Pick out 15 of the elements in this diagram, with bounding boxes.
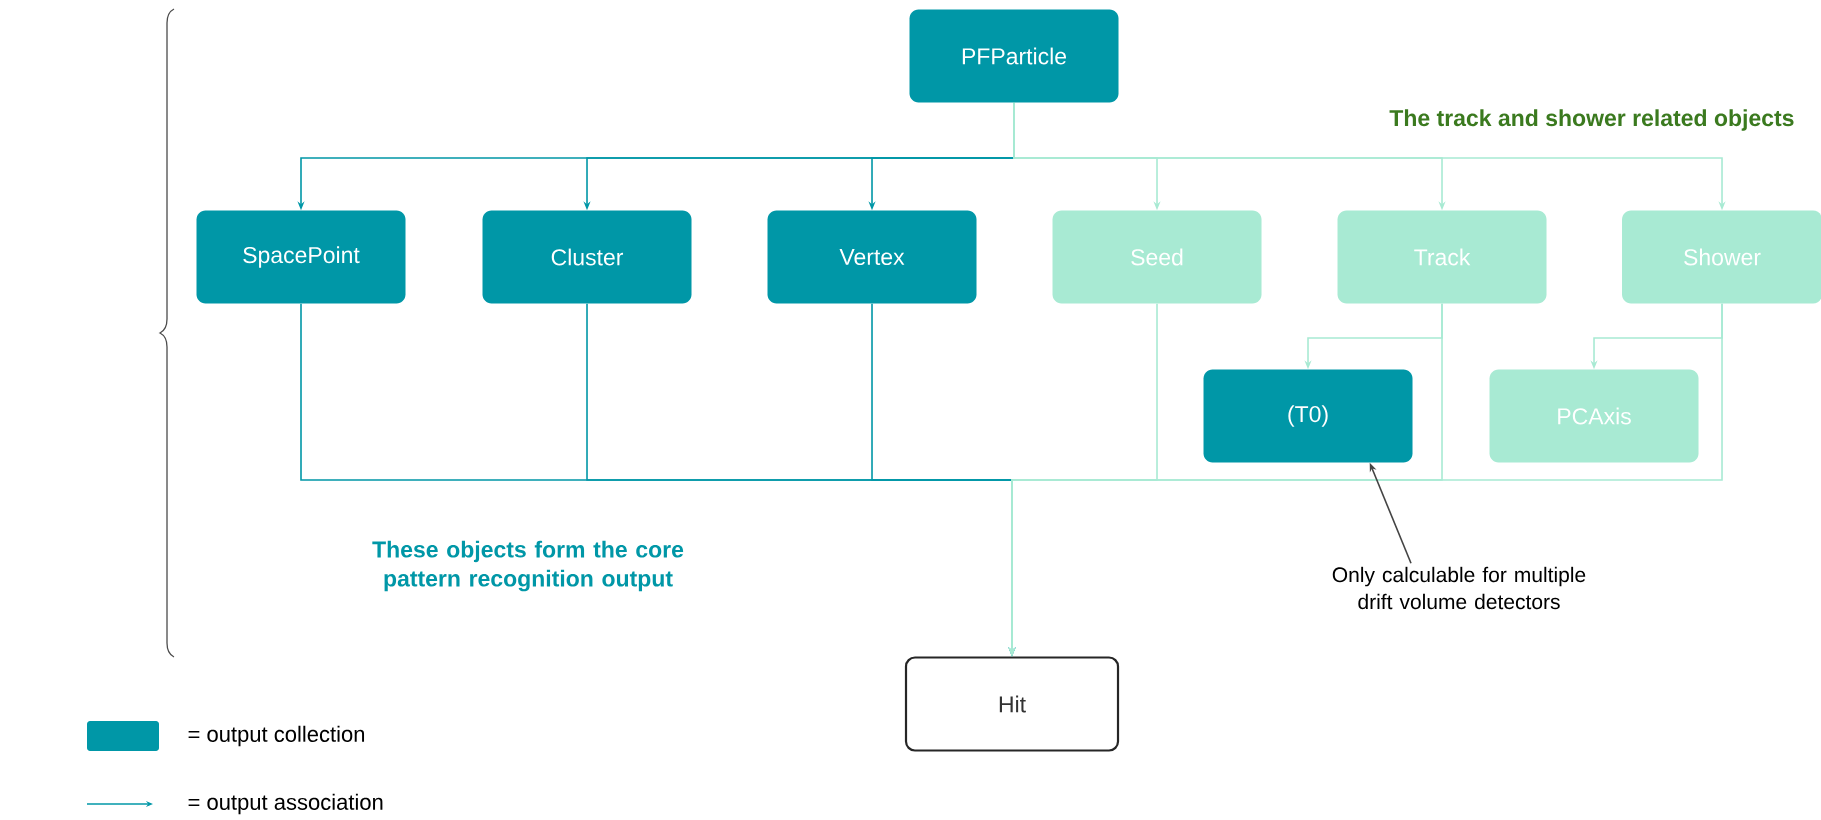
process-box: Cluster [482,210,692,304]
legend-text: = output association [188,793,383,815]
process-box: (T0) [1203,369,1413,463]
process-box: Vertex [767,210,977,304]
annotation-text: Only calculable for multiple drift volume detectors [1332,566,1586,610]
process-box: Track [1337,210,1547,304]
process-box: PCAxis [1489,369,1699,463]
process-box: Hit [904,656,1120,752]
section-heading: The track and shower related objects [1389,109,1794,131]
note-text: These objects form the core pattern recognition output [372,540,684,592]
process-box: PFParticle [909,9,1119,103]
process-box: Seed [1052,210,1262,304]
legend-text: = output collection [188,725,364,747]
process-box: Shower [1622,210,1821,304]
process-box: SpacePoint [196,210,406,304]
